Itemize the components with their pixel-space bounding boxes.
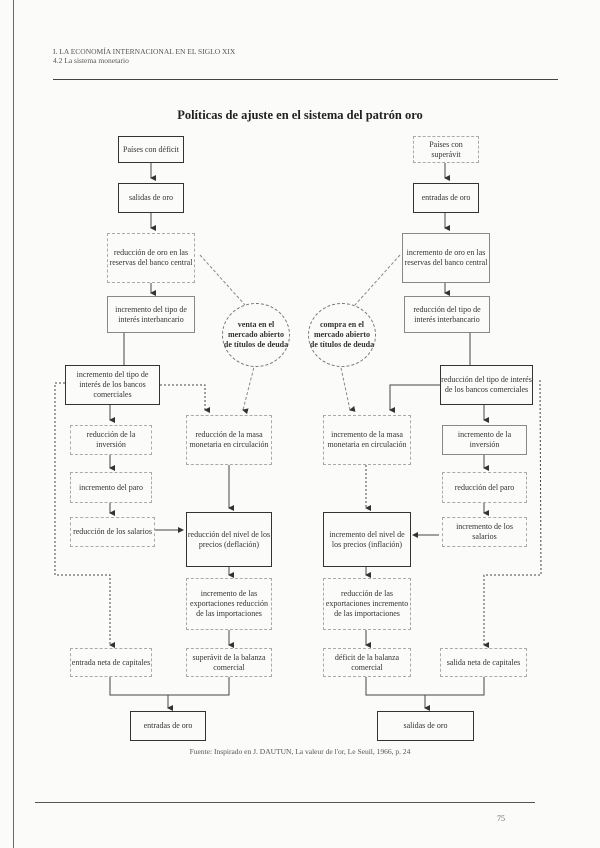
line-r-loop-capital <box>483 379 542 648</box>
diagram-title: Políticas de ajuste en el sistema del pa… <box>177 108 423 122</box>
node-trade-deficit: déficit de la balanza comercial <box>323 648 411 677</box>
node-trade-change-right: reducción de las exportaciones increment… <box>323 578 411 630</box>
node-gold-outflow: salidas de oro <box>118 183 184 213</box>
header-rule <box>53 79 558 80</box>
node-unemployment-increase: incremento del paro <box>70 472 152 503</box>
node-reserve-increase: incremento de oro en las reservas del ba… <box>402 233 490 283</box>
node-money-supply-increase: incremento de la masa monetaria en circu… <box>323 415 411 465</box>
line-r-commercial-money <box>389 384 440 413</box>
node-interbank-rate-reduction: reducción del tipo de interés interbanca… <box>404 296 490 333</box>
source-citation: Fuente: Inspirado en J. DAUTUN, La valeu… <box>189 747 411 756</box>
arrow-l-circle-money <box>242 362 256 415</box>
node-open-market-sale: venta en el mercado abierto de títulos d… <box>222 303 290 367</box>
node-wage-reduction: reducción de los salarios <box>70 517 155 547</box>
node-commercial-rate-reduction: reducción del tipo de interés de los ban… <box>440 365 533 405</box>
running-header: I. LA ECONOMÍA INTERNACIONAL EN EL SIGLO… <box>53 47 235 65</box>
line-r-join <box>365 677 485 696</box>
node-deficit-countries: Países con déficit <box>118 136 184 163</box>
line-l-commercial-money <box>160 384 210 413</box>
line-l-circle-top <box>199 254 246 306</box>
page-edge <box>13 0 14 848</box>
node-money-supply-reduction: reducción de la masa monetaria en circul… <box>186 415 272 465</box>
node-gold-inflow: entradas de oro <box>413 183 479 213</box>
line-l-loop-capital <box>54 382 115 648</box>
node-surplus-countries: Países con superávit <box>413 136 479 163</box>
page-number: 75 <box>497 814 505 823</box>
node-investment-reduction: reducción de la inversión <box>70 425 152 455</box>
node-gold-inflow-end: entradas de oro <box>130 711 206 741</box>
node-capital-outflow: salida neta de capitales <box>440 648 527 677</box>
node-trade-change-left: incremento de las exportaciones reducció… <box>186 578 272 630</box>
header-section: 4.2 La sistema monetario <box>53 56 129 65</box>
node-price-inflation: incremento del nivel de los precios (inf… <box>323 512 411 567</box>
header-chapter: I. LA ECONOMÍA INTERNACIONAL EN EL SIGLO… <box>53 47 236 56</box>
node-price-deflation: reducción del nivel de los precios (defl… <box>186 512 272 567</box>
node-wage-increase: incremento de los salarios <box>442 517 527 547</box>
node-interbank-rate-increase: incremento del tipo de interés interbanc… <box>107 296 195 333</box>
node-reserve-reduction: reducción de oro en las reservas del ban… <box>107 233 195 283</box>
node-trade-surplus: superávit de la balanza comercial <box>186 648 272 677</box>
footer-rule <box>35 802 535 803</box>
line-r-circle-top <box>354 254 401 306</box>
node-open-market-purchase: compra en el mercado abierto de títulos … <box>308 303 376 367</box>
node-commercial-rate-increase: incremento del tipo de interés de los ba… <box>65 365 160 405</box>
node-capital-inflow: entrada neta de capitales <box>70 648 152 677</box>
node-investment-increase: incremento de la inversión <box>442 425 527 455</box>
node-gold-outflow-end: salidas de oro <box>377 711 474 741</box>
node-unemployment-reduction: reducción del paro <box>442 472 527 503</box>
arrow-r-circle-money <box>339 362 356 412</box>
line-l-join <box>109 677 230 696</box>
